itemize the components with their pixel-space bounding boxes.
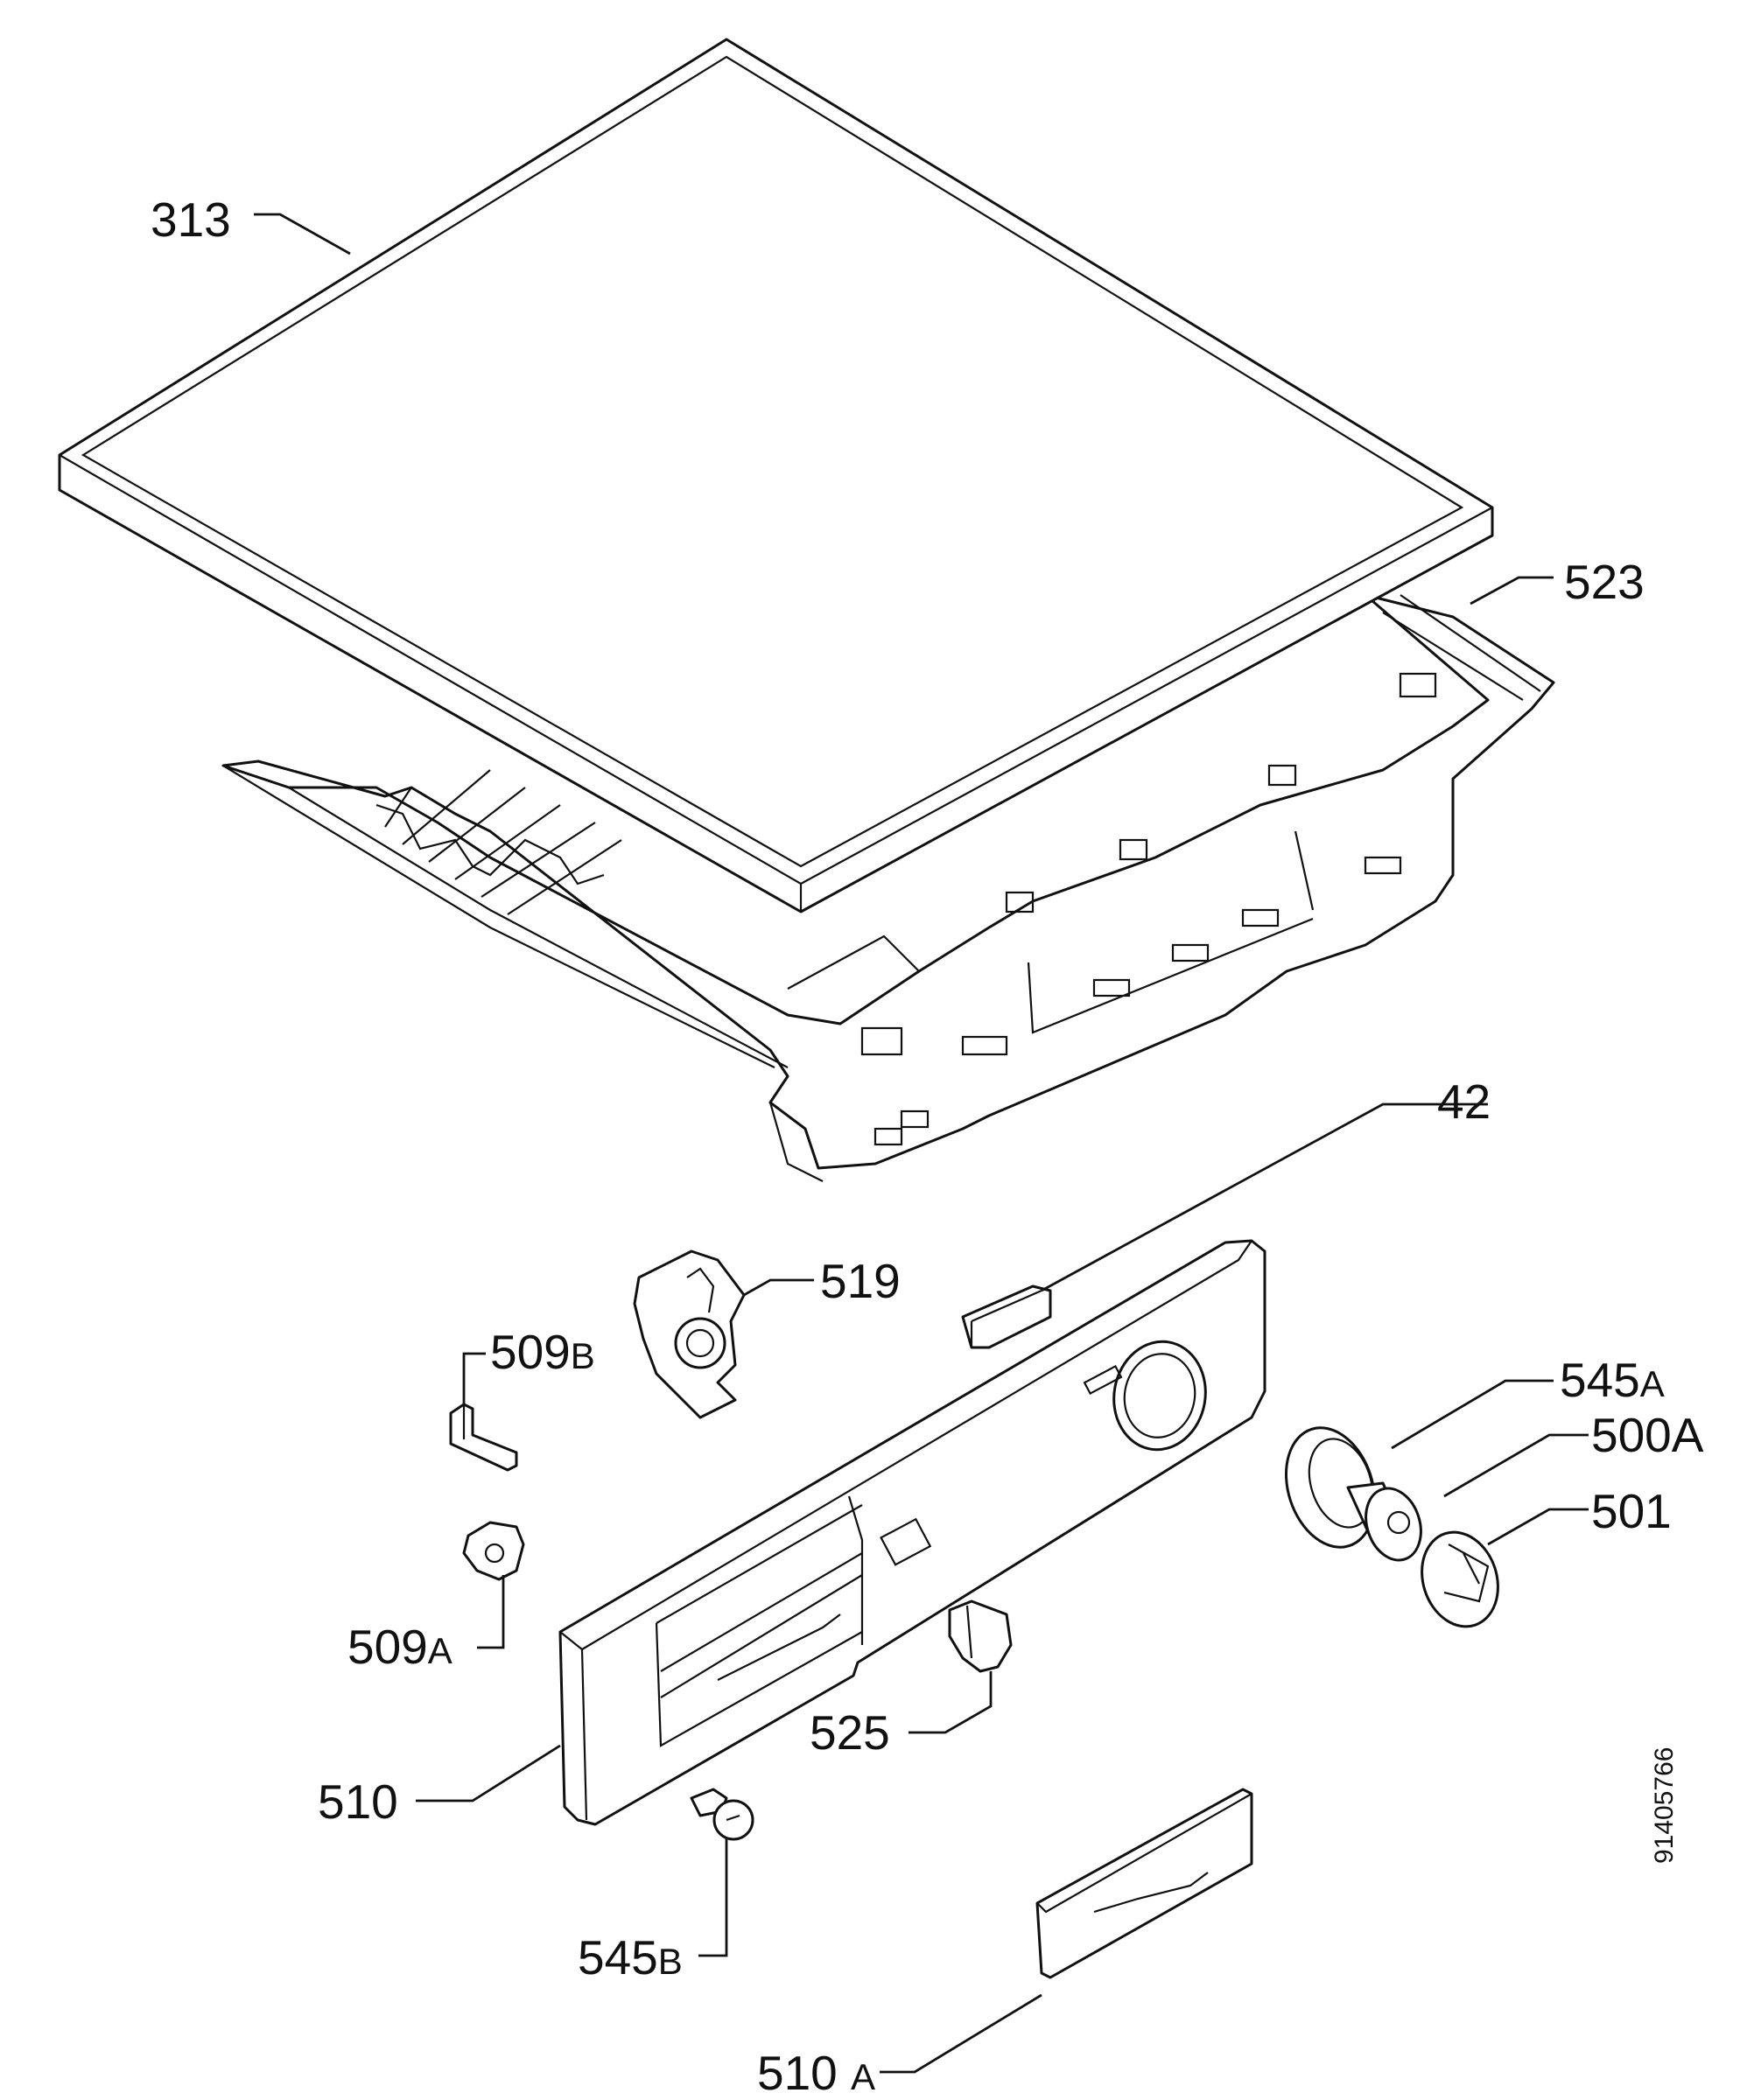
- label-509b: 509B: [490, 1325, 595, 1379]
- part-313-top-cover: [58, 38, 1494, 914]
- label-42: 42: [1437, 1074, 1491, 1129]
- part-510-fascia: [558, 1239, 1266, 1826]
- label-519: 519: [820, 1254, 901, 1308]
- label-501: 501: [1591, 1484, 1672, 1538]
- label-500a: 500A: [1591, 1408, 1704, 1462]
- label-523: 523: [1564, 555, 1645, 609]
- document-number: 91405766: [1650, 1746, 1679, 1864]
- part-519-bracket: [633, 1250, 746, 1419]
- part-509b-clip: [449, 1403, 518, 1472]
- part-509a-clip: [462, 1521, 525, 1581]
- part-545b-pin: [690, 1788, 754, 1841]
- part-510a-flap: [1035, 1788, 1253, 1979]
- part-42-connector: [961, 1284, 1052, 1349]
- label-509a: 509A: [347, 1620, 453, 1674]
- label-525: 525: [810, 1705, 890, 1760]
- label-510a: 510 A: [757, 2046, 876, 2100]
- part-525-switch: [948, 1600, 1013, 1673]
- leader-lines: [254, 213, 1589, 2074]
- label-545b: 545B: [578, 1930, 683, 1984]
- part-523-frame: [221, 593, 1555, 1182]
- part-500a-knob-insert: [1365, 1487, 1422, 1562]
- label-545a: 545A: [1560, 1353, 1665, 1407]
- label-313: 313: [151, 192, 231, 247]
- label-510: 510: [318, 1774, 398, 1829]
- part-501-knob: [1421, 1530, 1499, 1628]
